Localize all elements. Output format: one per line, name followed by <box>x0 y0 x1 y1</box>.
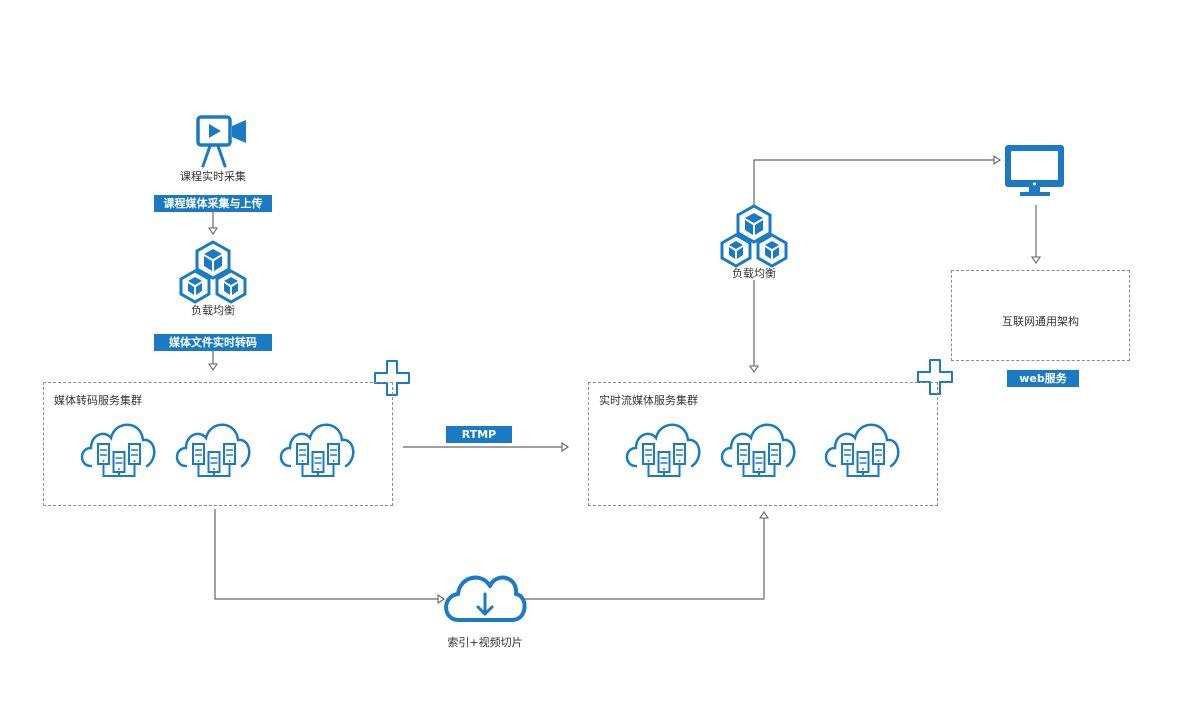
slice-to-stream-line <box>523 518 765 600</box>
lb-left-label: 负载均衡 <box>191 304 235 317</box>
transcode-cluster: 媒体转码服务集群 <box>43 382 393 506</box>
arrow-head <box>748 365 760 373</box>
arrow-head <box>437 593 445 605</box>
monitor-icon <box>1005 145 1064 196</box>
web-tag: web服务 <box>1007 370 1079 387</box>
arrow-head <box>993 154 1001 166</box>
slice-label: 索引+视频切片 <box>447 636 523 649</box>
arrow-head <box>758 511 770 519</box>
cloud-download-icon <box>444 575 527 622</box>
stream-cluster-title: 实时流媒体服务集群 <box>599 394 698 407</box>
internet-box: 互联网通用架构 <box>951 270 1130 361</box>
capture-tag: 课程媒体采集与上传 <box>154 195 272 212</box>
capture-label: 课程实时采集 <box>180 170 246 183</box>
load-balancer-icon <box>720 204 788 268</box>
lb-to-monitor-line <box>753 159 996 206</box>
lb-right-label: 负载均衡 <box>732 267 776 280</box>
cluster-to-slice-line <box>214 509 438 600</box>
load-balancer-icon <box>179 240 247 304</box>
arrow-head <box>561 441 569 453</box>
rtmp-tag: RTMP <box>446 426 512 443</box>
internet-box-label: 互联网通用架构 <box>1002 315 1079 328</box>
arrow-head <box>207 363 219 371</box>
stream-cluster: 实时流媒体服务集群 <box>588 382 938 506</box>
transcode-cluster-title: 媒体转码服务集群 <box>54 394 142 407</box>
arrow-head <box>1030 256 1042 264</box>
video-camera-icon <box>196 115 246 168</box>
arrow-head <box>207 227 219 235</box>
transcode-tag: 媒体文件实时转码 <box>154 334 272 351</box>
